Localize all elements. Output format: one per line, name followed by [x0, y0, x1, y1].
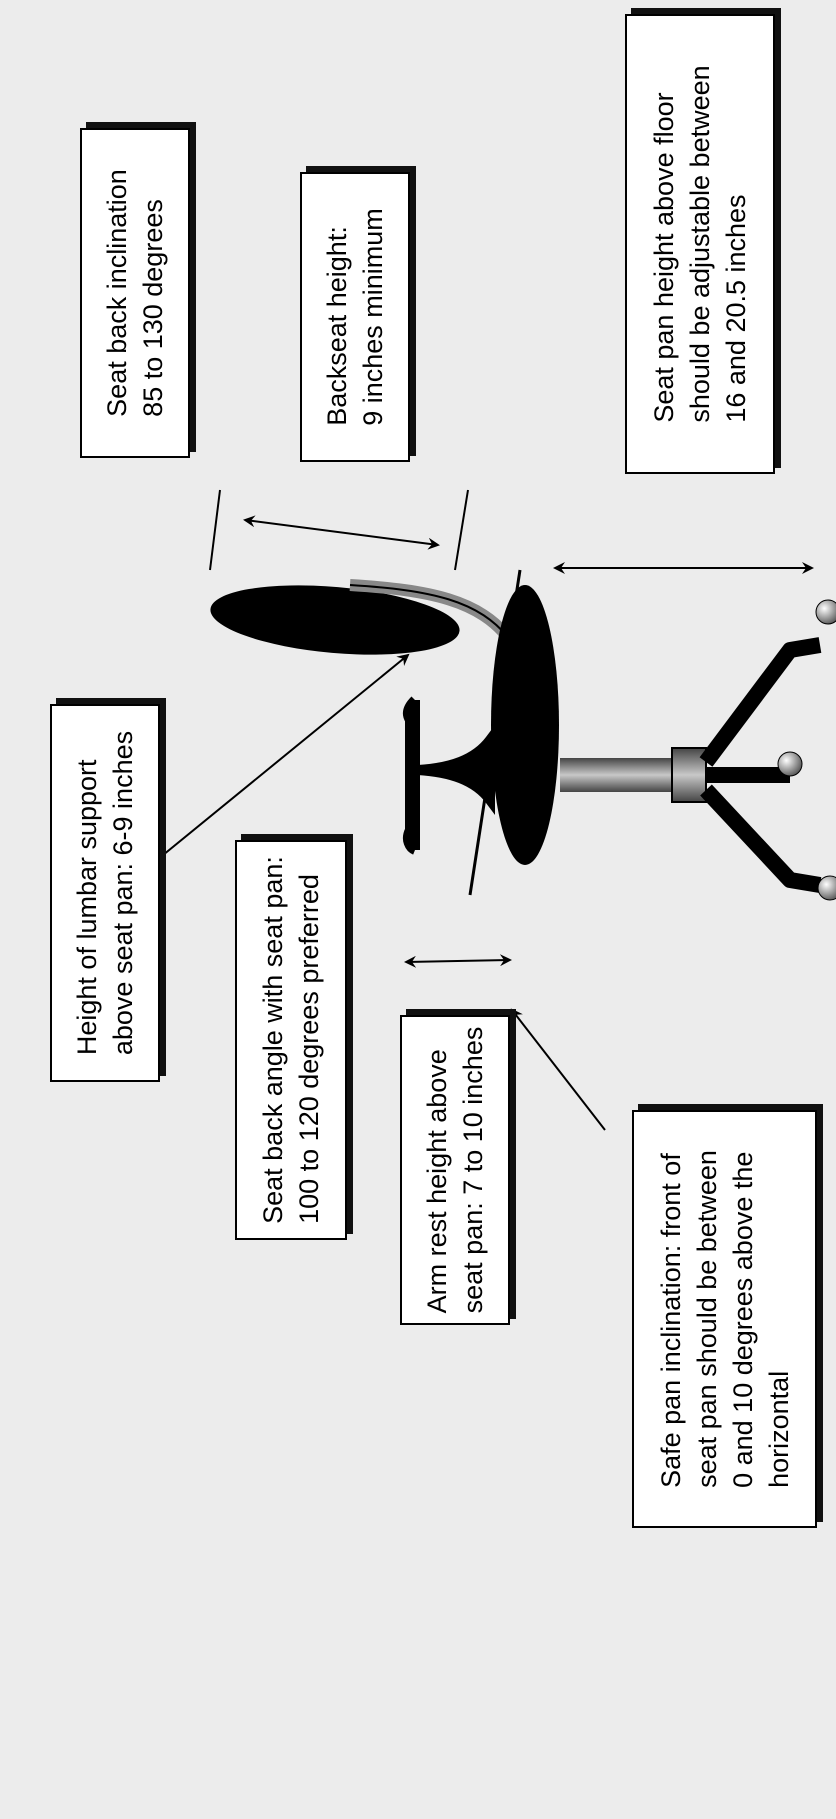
callout-arm-rest-height: Arm rest height above seat pan: 7 to 10 … [400, 1015, 510, 1325]
caster-top [815, 599, 836, 625]
callout-line: 16 and 20.5 inches [721, 194, 751, 423]
backseat-height-arrow [243, 515, 440, 550]
callout-backseat-height: Backseat height: 9 inches minimum [300, 172, 410, 462]
caster-bottom [817, 875, 836, 901]
lumbar-pointer [129, 653, 410, 883]
chair-post [560, 758, 680, 792]
callout-seat-back-angle: Seat back angle with seat pan: 100 to 12… [235, 840, 347, 1240]
callout-lumbar-support: Height of lumbar support above seat pan:… [50, 704, 160, 1082]
caster-mid [777, 751, 803, 777]
arm-rest [402, 696, 495, 855]
callout-line: Safe pan inclination: front of [655, 1153, 686, 1488]
arm-rest-height-arrow [404, 954, 512, 968]
callout-line: Arm rest height above [422, 1049, 452, 1314]
callout-line: seat pan: 7 to 10 inches [458, 1026, 488, 1314]
callout-line: 9 inches minimum [358, 208, 388, 426]
callout-line: 0 and 10 degrees above the [727, 1151, 758, 1488]
callout-line: Seat back inclination [102, 169, 132, 417]
chair-illustration [129, 489, 836, 1131]
chair-ergonomics-diagram: Seat back inclination 85 to 130 degrees … [50, 14, 836, 1528]
callout-line: horizontal [763, 1370, 794, 1488]
seat-back-cushion [210, 585, 460, 655]
callout-seat-back-inclination: Seat back inclination 85 to 130 degrees [80, 128, 190, 458]
seat-inclination-pointer [510, 1008, 606, 1131]
chair-base-legs [699, 637, 822, 893]
callout-line: Backseat height: [322, 226, 352, 426]
backseat-ref-line-top [209, 489, 221, 571]
backseat-ref-line-bottom [454, 489, 469, 571]
callout-line: should be adjustable between [685, 65, 715, 423]
callout-seat-pan-inclination: Safe pan inclination: front of seat pan … [632, 1110, 817, 1528]
callout-line: Seat pan height above floor [649, 92, 679, 423]
callout-line: seat pan should be between [691, 1150, 722, 1488]
callout-seat-pan-height: Seat pan height above floor should be ad… [625, 14, 775, 474]
